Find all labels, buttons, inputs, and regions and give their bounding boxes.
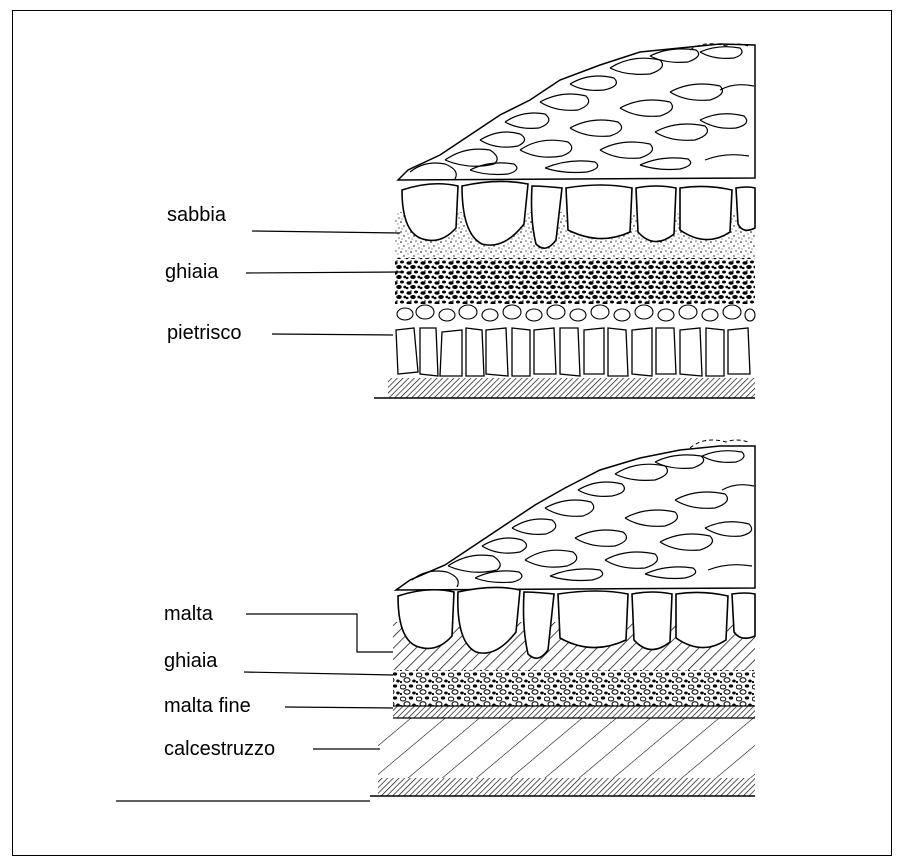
label-pietrisco: pietrisco bbox=[167, 323, 241, 343]
label-ghiaia-bottom: ghiaia bbox=[164, 651, 217, 671]
bottom-section-drawing bbox=[370, 440, 755, 796]
label-calcestruzzo: calcestruzzo bbox=[164, 739, 275, 759]
top-leader-lines bbox=[246, 231, 400, 335]
top-section-drawing bbox=[374, 44, 755, 398]
label-malta-fine: malta fine bbox=[164, 696, 251, 716]
label-ghiaia-top: ghiaia bbox=[165, 262, 218, 282]
bottom-leader-lines bbox=[244, 614, 393, 749]
label-malta: malta bbox=[164, 604, 213, 624]
label-sabbia: sabbia bbox=[167, 205, 226, 225]
